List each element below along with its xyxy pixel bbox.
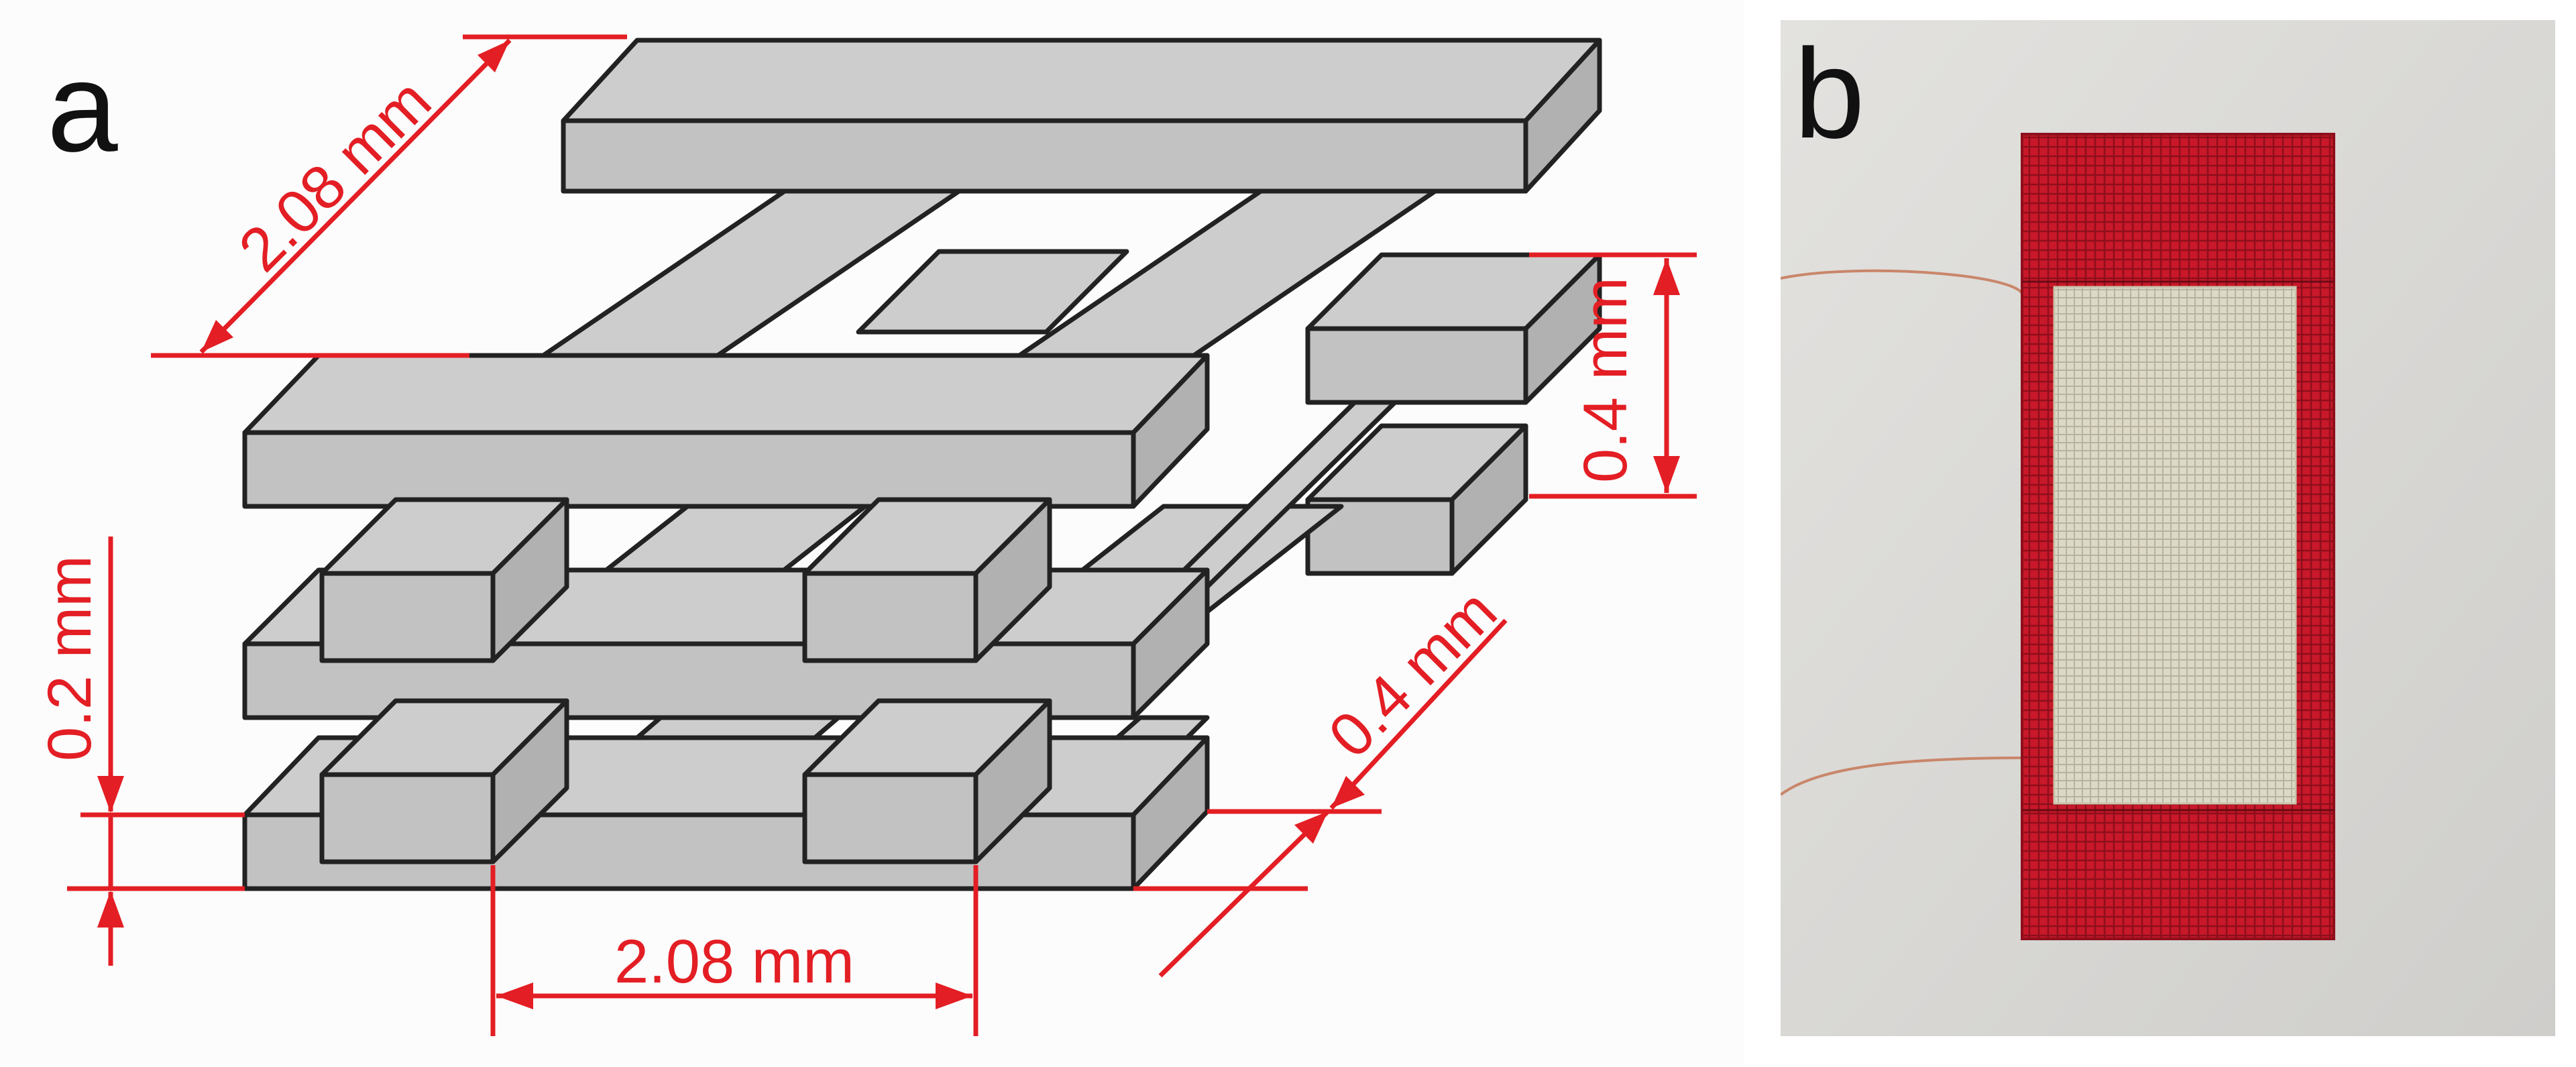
dim-label-layer-pitch: 0.4 mm — [1571, 277, 1640, 483]
arrow-bottom-right — [936, 982, 972, 1009]
arrow-pitch-up — [1653, 258, 1680, 295]
block-middle-right — [802, 497, 1052, 663]
panel-b-label: b — [1794, 23, 1865, 165]
wire-upper — [1780, 269, 2024, 299]
arrow-top-start — [201, 320, 233, 352]
dim-label-filament-height: 0.2 mm — [36, 555, 104, 761]
beam-top-far — [561, 38, 1602, 194]
sample-core — [2053, 286, 2297, 805]
dimension-arrowheads — [97, 40, 1680, 1009]
dimension-lines — [67, 34, 1697, 1036]
lattice-diagram: 2.08 mm 0.4 mm 0.2 mm 0.4 mm 2.08 mm a — [36, 34, 1697, 1036]
arrow-height-down — [97, 776, 124, 813]
dim-top-line — [199, 38, 512, 354]
wire-lower — [1779, 756, 2028, 796]
block-bottom-right — [802, 698, 1052, 864]
arrow-top-end — [478, 40, 510, 72]
arrow-width-b — [1331, 776, 1365, 808]
dim-width-line-upper — [1329, 618, 1508, 810]
panel-b-photo: b — [1779, 20, 2555, 1036]
panel-a-label: a — [47, 36, 118, 178]
arrow-bottom-left — [496, 982, 533, 1009]
dim-label-bottom-spacing: 2.08 mm — [614, 928, 854, 996]
beam-top-near — [242, 353, 1210, 509]
block-middle-left — [319, 497, 569, 663]
beam-layer3-c — [856, 249, 1129, 335]
panel-a-schematic: 2.08 mm 0.4 mm 0.2 mm 0.4 mm 2.08 mm a — [36, 34, 1697, 1036]
dim-width-line-lower — [1158, 809, 1330, 978]
arrow-pitch-down — [1653, 456, 1680, 493]
arrow-height-up — [97, 891, 124, 928]
sample-photo: b — [1779, 20, 2555, 1036]
beam-right-lower — [1305, 423, 1528, 576]
block-bottom-left — [319, 698, 569, 864]
arrow-width-a — [1294, 811, 1328, 844]
